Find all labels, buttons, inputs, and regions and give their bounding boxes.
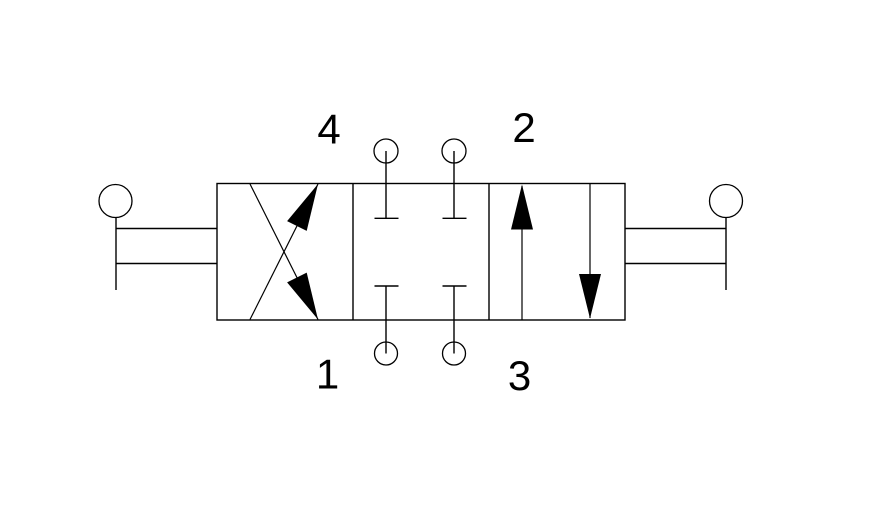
port-connector-3[interactable]: [441, 341, 467, 366]
arrowhead-up-right-icon: [287, 184, 318, 231]
port-connector-4[interactable]: [373, 138, 399, 164]
crossed-flow-position: [249, 183, 319, 320]
arrowhead-down-right-icon: [287, 272, 318, 320]
parallel-flow-position: [511, 184, 601, 320]
port-connectors: [373, 138, 467, 366]
left-pushbutton-actuator[interactable]: [98, 183, 217, 291]
port-labels: 4 2 1 3: [316, 104, 536, 399]
port-label-1: 1: [316, 351, 339, 398]
arrowhead-down-icon: [579, 274, 601, 319]
port-connector-1[interactable]: [373, 341, 399, 366]
valve-body[interactable]: [216, 182, 626, 321]
arrowhead-up-icon: [511, 184, 533, 230]
left-pushbutton-knob-icon[interactable]: [98, 183, 133, 219]
port-connector-2[interactable]: [441, 138, 467, 164]
port-label-3: 3: [508, 352, 531, 399]
port-label-2: 2: [512, 104, 535, 151]
closed-center-position: [374, 151, 467, 354]
directional-valve-symbol[interactable]: 4 2 1 3: [98, 104, 744, 399]
right-pushbutton-knob-icon[interactable]: [708, 183, 744, 219]
right-pushbutton-actuator[interactable]: [625, 183, 744, 291]
valve-body-outline[interactable]: [216, 182, 626, 321]
port-label-4: 4: [317, 106, 340, 153]
